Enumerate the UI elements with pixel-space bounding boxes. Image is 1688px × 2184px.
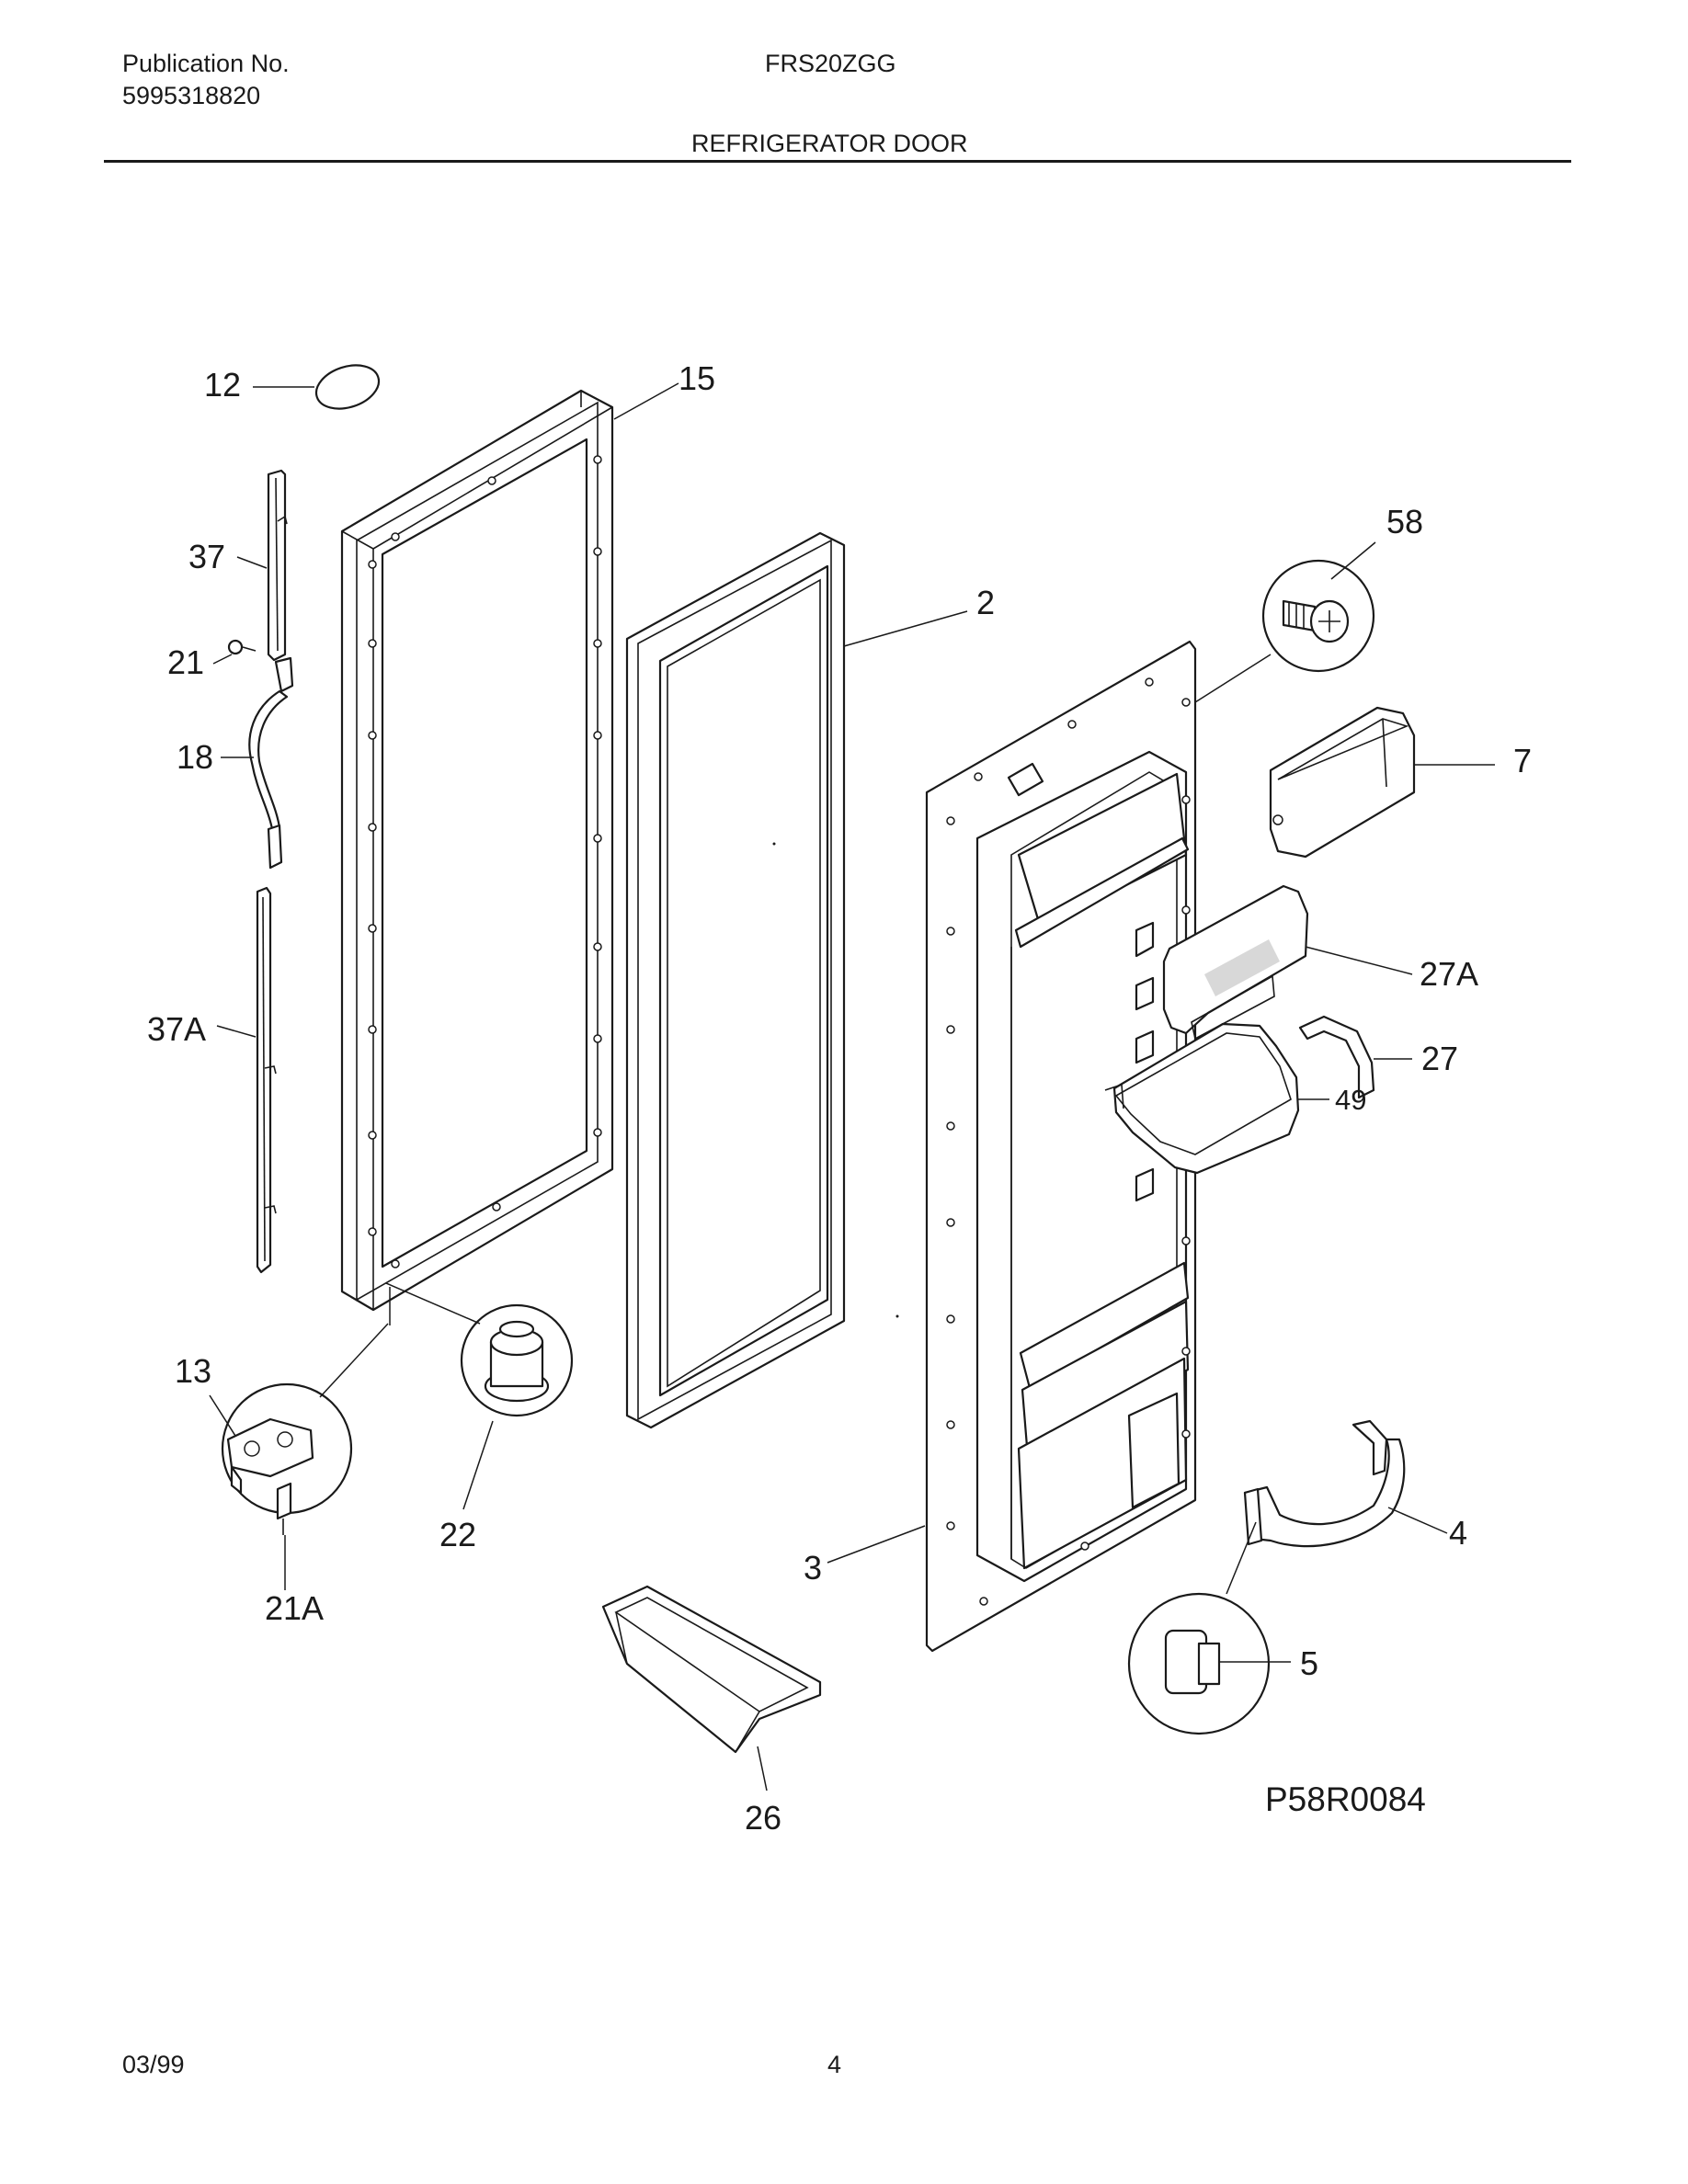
part-5-clip-detail (1127, 1521, 1291, 1735)
part-2-door-gasket (625, 531, 968, 1429)
part-27a-dairy-cover (1162, 884, 1413, 1041)
callout-37a: 37A (147, 1010, 206, 1048)
callout-27a: 27A (1420, 955, 1478, 993)
part-58-screw-detail (1261, 541, 1376, 673)
part-21-screw (212, 639, 257, 665)
callout-3: 3 (804, 1549, 822, 1587)
part-4-bin-rail (1243, 1419, 1448, 1548)
part-15-door-outer-frame (340, 382, 679, 1312)
part-26-door-bin (601, 1585, 822, 1792)
part-27-bracket (1298, 1015, 1412, 1099)
part-12-oval-cap (253, 364, 381, 410)
callout-58: 58 (1386, 503, 1423, 540)
callout-21a: 21A (265, 1589, 324, 1627)
callout-2: 2 (976, 584, 995, 621)
callout-13: 13 (175, 1352, 211, 1390)
artifact-dot (772, 842, 776, 846)
publication-label: Publication No. (122, 50, 290, 77)
callout-15: 15 (679, 359, 715, 397)
callout-4: 4 (1449, 1514, 1467, 1552)
callout-27: 27 (1421, 1040, 1458, 1077)
callout-21: 21 (167, 643, 204, 681)
header-rule (104, 160, 1571, 163)
artifact-dot (895, 1314, 899, 1318)
part-18-door-handle (221, 656, 294, 870)
callout-7: 7 (1513, 742, 1532, 779)
part-7-dairy-door (1269, 706, 1495, 859)
callout-5: 5 (1300, 1644, 1318, 1682)
part-37a-trim-strip (216, 886, 277, 1274)
revision-date: 03/99 (122, 2051, 185, 2078)
figure-code: P58R0084 (1265, 1780, 1426, 1818)
part-3-inner-door-liner (827, 640, 1272, 1653)
callout-18: 18 (177, 738, 213, 776)
callout-12: 12 (204, 366, 241, 404)
part-22-bushing-detail (385, 1282, 574, 1510)
model-number: FRS20ZGG (765, 50, 896, 77)
callout-49: 49 (1335, 1084, 1366, 1116)
part-49-door-bin (1104, 1022, 1329, 1175)
part-37-trim-strip (236, 469, 288, 662)
callout-37: 37 (188, 538, 225, 575)
callout-22: 22 (439, 1516, 476, 1553)
callout-26: 26 (745, 1799, 781, 1837)
page-number: 4 (827, 2051, 842, 2078)
publication-number: 5995318820 (122, 82, 261, 109)
part-13-hinge-detail (209, 1323, 389, 1590)
section-title: REFRIGERATOR DOOR (691, 130, 968, 157)
